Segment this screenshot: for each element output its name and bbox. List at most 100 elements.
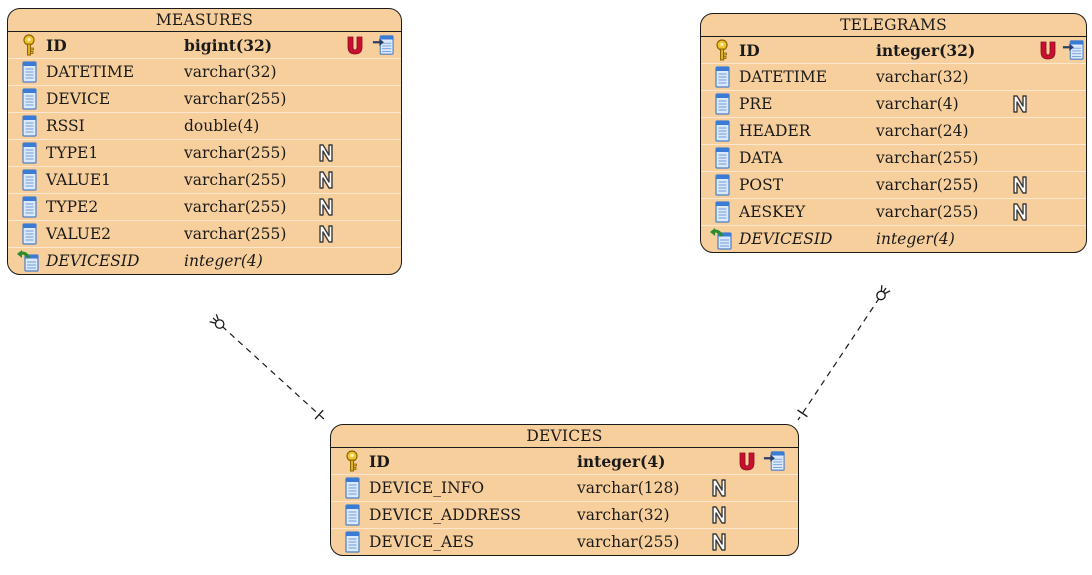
column-icon [20,196,40,218]
column-icon [713,120,733,142]
column-row-devicesid[interactable]: DEVICESID integer(4) [8,248,401,274]
column-type: varchar(255) [876,203,979,221]
entity-title-measures[interactable]: MEASURES [8,9,401,32]
column-name: HEADER [739,122,811,140]
key-icon [343,450,363,472]
column-icon [20,142,40,164]
column-name: ID [46,36,67,55]
nullable-n-icon [318,170,334,190]
column-type: integer(4) [577,452,666,471]
nullable-n-icon [1012,202,1028,222]
foreign-key-icon [709,228,735,250]
column-type: integer(4) [184,252,263,270]
nullable-n-icon [1012,94,1028,114]
column-row-id[interactable]: ID integer(4) [331,448,798,475]
unique-u-icon [346,34,364,56]
column-name: DATA [739,149,783,167]
column-name: VALUE2 [46,225,112,243]
one-marker-devices [797,409,808,418]
nullable-n-icon [318,197,334,217]
column-icon [20,61,40,83]
column-row-datetime[interactable]: DATETIME varchar(32) [8,59,401,86]
column-icon [713,174,733,196]
entity-title-telegrams[interactable]: TELEGRAMS [701,14,1086,37]
unique-u-icon [738,450,756,472]
column-type: varchar(128) [577,479,680,497]
column-icon [713,147,733,169]
column-name: ID [369,452,390,471]
column-name: DEVICE_INFO [369,479,485,497]
crowfoot-telegrams [880,287,887,296]
column-name: ID [739,41,760,60]
column-name: DATETIME [739,68,828,86]
column-icon [343,477,363,499]
column-row-device-info[interactable]: DEVICE_INFO varchar(128) [331,475,798,502]
column-icon [20,223,40,245]
entity-telegrams[interactable]: TELEGRAMS ID integer(32) DATETIME varchar(3… [700,13,1087,253]
table-export-icon[interactable] [763,449,785,473]
column-icon [713,66,733,88]
column-icon [20,115,40,137]
column-name: DEVICESID [739,230,833,248]
nullable-n-icon [318,224,334,244]
crowfoot-telegrams [880,290,891,297]
column-type: varchar(255) [876,149,979,167]
nullable-n-icon [711,532,727,552]
key-icon [20,34,40,56]
column-type: bigint(32) [184,36,273,55]
entity-measures[interactable]: MEASURES ID bigint(32) DATETIME varchar(32)… [7,8,402,275]
foreign-key-icon [16,250,42,272]
column-name: VALUE1 [46,171,112,189]
entity-devices[interactable]: DEVICES ID integer(4) DEVICE_INFO varchar(1… [330,424,799,556]
column-name: DATETIME [46,63,135,81]
column-row-datetime[interactable]: DATETIME varchar(32) [701,64,1086,91]
nullable-n-icon [711,478,727,498]
relationship-line-telegrams [797,297,880,421]
column-row-type1[interactable]: TYPE1 varchar(255) [8,140,401,167]
column-type: varchar(255) [876,176,979,194]
column-type: varchar(255) [184,144,287,162]
table-export-icon[interactable] [1062,38,1084,62]
column-type: varchar(32) [577,506,670,524]
unique-u-icon [1039,39,1057,61]
column-type: varchar(32) [184,63,277,81]
column-type: double(4) [184,117,260,135]
column-name: DEVICESID [46,252,140,270]
column-icon [713,201,733,223]
column-name: PRE [739,95,773,113]
column-icon [343,531,363,553]
column-type: varchar(255) [184,90,287,108]
column-row-id[interactable]: ID integer(32) [701,37,1086,64]
column-row-pre[interactable]: PRE varchar(4) [701,91,1086,118]
column-list-telegrams: ID integer(32) DATETIME varchar(32) PRE varch… [701,37,1086,252]
column-type: integer(32) [876,41,976,60]
table-export-icon[interactable] [372,33,394,57]
entity-title-devices[interactable]: DEVICES [331,425,798,448]
column-name: TYPE2 [46,198,99,216]
column-type: varchar(32) [876,68,969,86]
crowfoot-measures [215,314,221,325]
one-marker-devices [314,409,324,420]
column-row-data[interactable]: DATA varchar(255) [701,145,1086,172]
column-icon [20,88,40,110]
column-icon [713,93,733,115]
column-row-id[interactable]: ID bigint(32) [8,32,401,59]
zero-marker-telegrams [876,290,886,301]
column-name: TYPE1 [46,144,99,162]
column-type: varchar(4) [876,95,959,113]
crowfoot-measures [209,321,220,325]
